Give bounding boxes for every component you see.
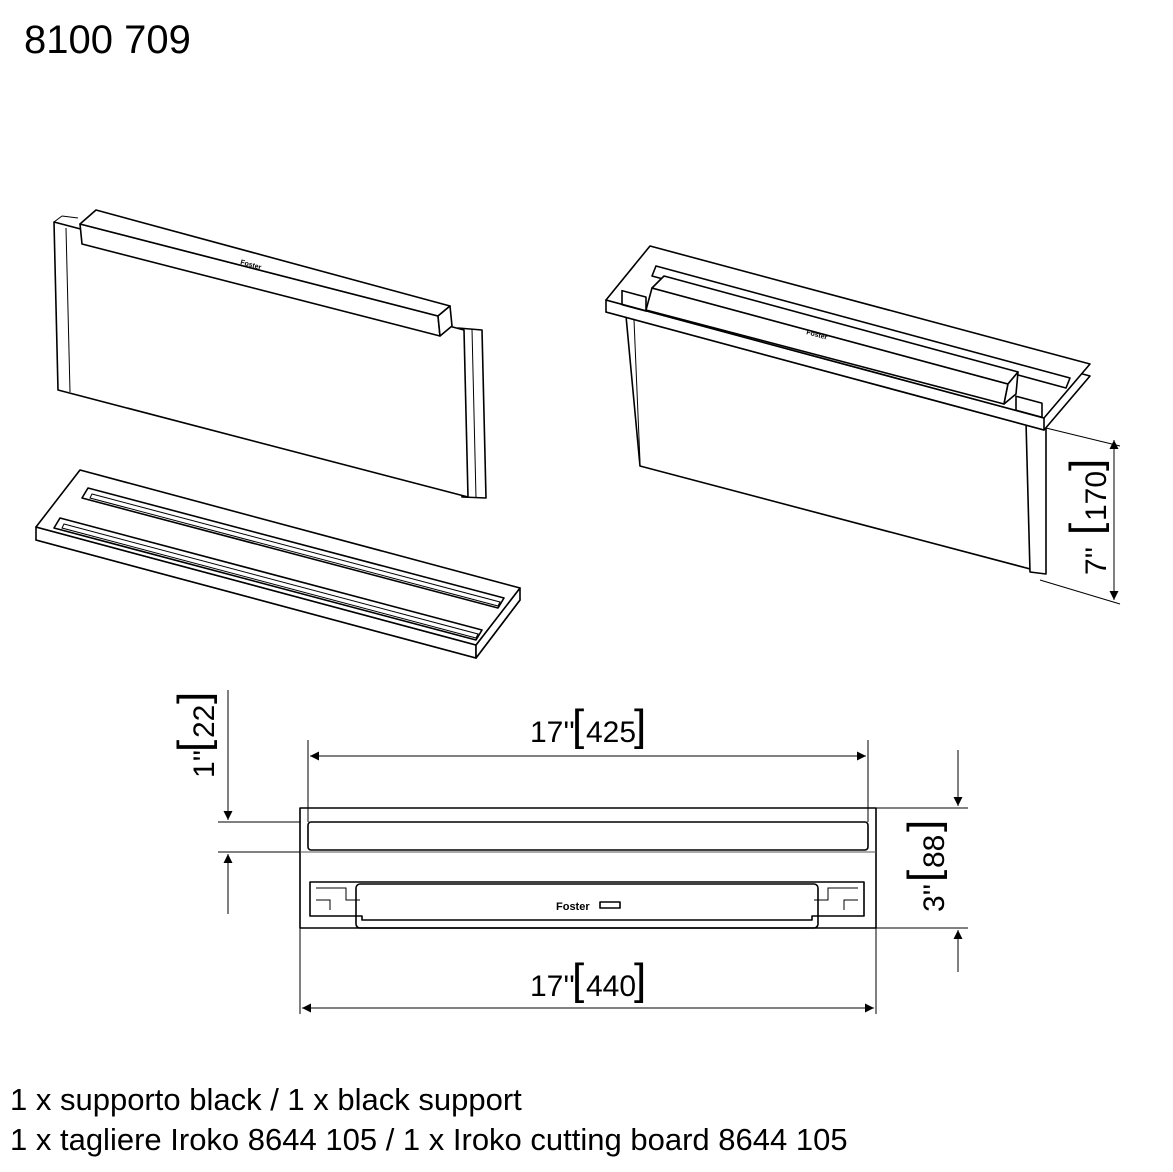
svg-text:[: [ [572,955,584,1004]
parts-list: 1 x supporto black / 1 x black support 1… [10,1080,848,1160]
svg-text:]: ] [169,692,218,704]
thickness-dimension [218,690,300,914]
svg-text:17'': 17'' [530,970,575,1003]
svg-text:3'': 3'' [918,884,951,912]
depth-dimension [876,750,968,972]
thickness-dimension-label: 1'' [ 22 ] [169,692,221,778]
svg-text:22: 22 [188,705,221,738]
brand-logo-front: Foster [556,901,590,913]
svg-text:88: 88 [918,835,951,868]
svg-text:170: 170 [1080,471,1113,521]
svg-text:[: [ [1061,523,1110,535]
outer-width-dimension: 17'' [ 440 ] [299,928,877,1014]
svg-text:]: ] [1061,459,1110,471]
depth-dimension-label: 3'' [ 88 ] [899,820,951,912]
svg-text:7'': 7'' [1080,547,1113,575]
height-dimension-label: 7'' [ 170 ] [1061,459,1113,575]
parts-list-line-1: 1 x supporto black / 1 x black support [10,1082,522,1117]
exploded-cutting-board: Foster [53,209,487,499]
inner-width-dimension: 17'' [ 425 ] [307,701,869,822]
svg-text:1'': 1'' [188,750,221,778]
exploded-support-frame [35,469,521,659]
svg-text:[: [ [169,740,218,752]
front-elevation: Foster [299,807,877,929]
svg-text:17'': 17'' [530,716,575,749]
assembled-view: Foster [605,245,1121,605]
svg-text:]: ] [899,820,948,832]
svg-text:440: 440 [586,970,636,1003]
svg-text:425: 425 [586,716,636,749]
svg-text:[: [ [899,870,948,882]
product-code: 8100 709 [24,18,191,62]
svg-text:]: ] [634,701,646,750]
svg-text:]: ] [634,955,646,1004]
parts-list-line-2: 1 x tagliere Iroko 8644 105 / 1 x Iroko … [10,1122,848,1157]
svg-text:[: [ [572,701,584,750]
